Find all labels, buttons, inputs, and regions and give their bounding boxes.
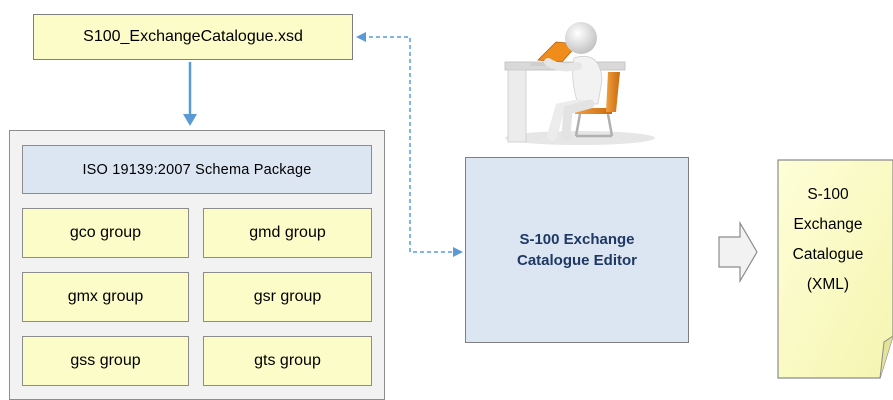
group-label: gmx group xyxy=(67,288,144,305)
xml-document-shape xyxy=(777,159,893,379)
xml-document-text: S-100 Exchange Catalogue (XML) xyxy=(778,180,878,320)
group-box-gss: gss group xyxy=(22,336,189,386)
editor-label-line2: Catalogue Editor xyxy=(516,252,637,269)
group-label: gss group xyxy=(70,352,141,369)
xsd-to-package-arrow xyxy=(183,62,197,126)
group-box-gmd: gmd group xyxy=(203,208,372,258)
group-box-gmx: gmx group xyxy=(22,272,189,322)
xsd-file-box: S100_ExchangeCatalogue.xsd xyxy=(33,14,353,60)
exchange-catalogue-editor-box: S-100 Exchange Catalogue Editor xyxy=(465,157,689,343)
group-label: gmd group xyxy=(249,224,326,241)
editor-to-document-arrow xyxy=(718,220,758,284)
document-line: Exchange xyxy=(793,216,863,233)
group-box-gts: gts group xyxy=(203,336,372,386)
schema-package-title-box: ISO 19139:2007 Schema Package xyxy=(22,145,372,194)
document-line: Catalogue xyxy=(792,246,864,263)
document-line: S-100 xyxy=(807,186,849,203)
xsd-editor-dashed-connector xyxy=(356,32,463,257)
editor-label-line1: S-100 Exchange xyxy=(519,231,635,248)
group-box-gco: gco group xyxy=(22,208,189,258)
schema-package-title: ISO 19139:2007 Schema Package xyxy=(82,161,312,178)
group-label: gsr group xyxy=(253,288,322,305)
group-box-gsr: gsr group xyxy=(203,272,372,322)
xsd-file-label: S100_ExchangeCatalogue.xsd xyxy=(83,28,303,45)
group-label: gts group xyxy=(254,352,321,369)
document-line: (XML) xyxy=(806,276,850,293)
group-label: gco group xyxy=(69,224,142,241)
user-at-computer-illustration xyxy=(504,22,655,145)
